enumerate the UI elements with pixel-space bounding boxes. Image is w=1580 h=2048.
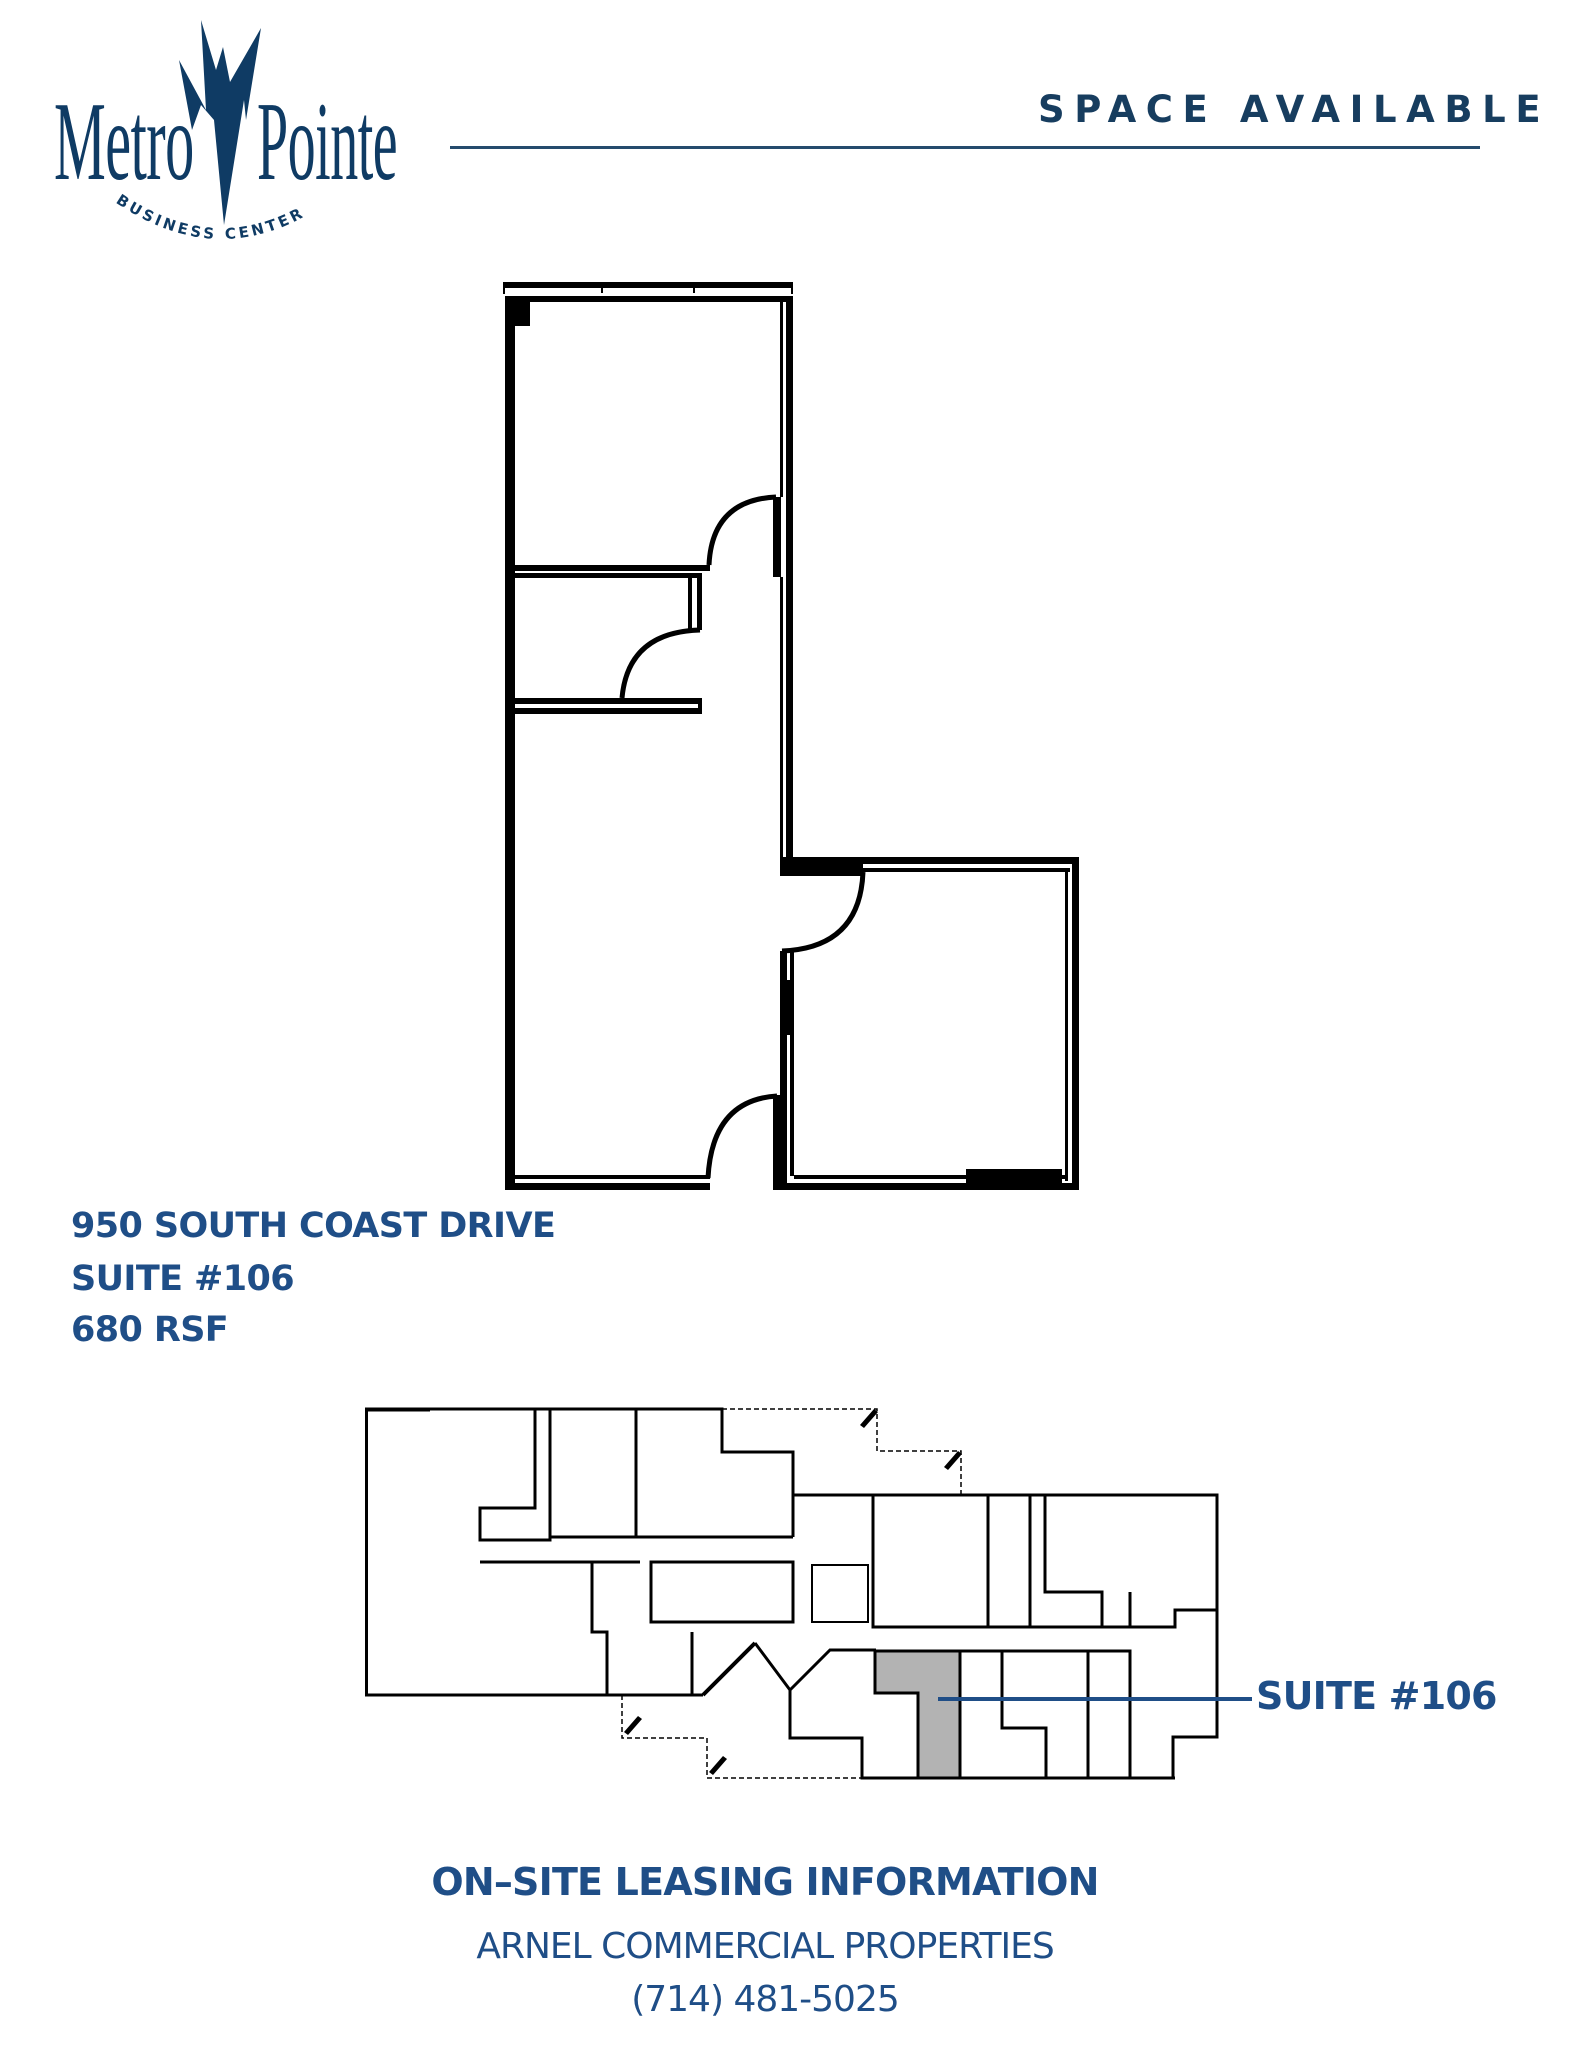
suite-106-highlight [875,1652,960,1778]
leasing-phone: (714) 481-5025 [631,1979,900,2020]
header-divider [450,146,1480,149]
floor-plan-walls [503,282,1079,1190]
crown-spike-icon: BUSINESS CENTER [113,20,305,243]
property-address: 950 SOUTH COAST DRIVE [71,1206,556,1246]
site-plan-entry-markers [624,1409,962,1775]
logo-word-pointe: Pointe [257,80,398,204]
metro-pointe-logo: BUSINESS CENTER Metro Pointe [40,10,410,270]
property-area: 680 RSF [71,1310,229,1350]
logo-word-metro: Metro [54,80,194,204]
leasing-company: ARNEL COMMERCIAL PROPERTIES [476,1926,1054,1967]
property-suite: SUITE #106 [71,1259,295,1299]
site-plan-dashed-outline [621,1408,962,1779]
suite-callout-label: SUITE #106 [1256,1674,1497,1718]
door-arc-entry [705,1093,778,1179]
page-title: SPACE AVAILABLE [1038,88,1551,131]
suite-leader-line [938,1697,1252,1701]
door-arc-office-1 [706,494,777,566]
leasing-heading: ON–SITE LEASING INFORMATION [431,1860,1099,1904]
door-swings [619,494,866,1179]
door-arc-closet [619,627,701,699]
door-arc-office-2 [781,871,866,954]
suite-floor-plan [503,282,1079,1190]
site-plan-walls [365,1407,1219,1780]
